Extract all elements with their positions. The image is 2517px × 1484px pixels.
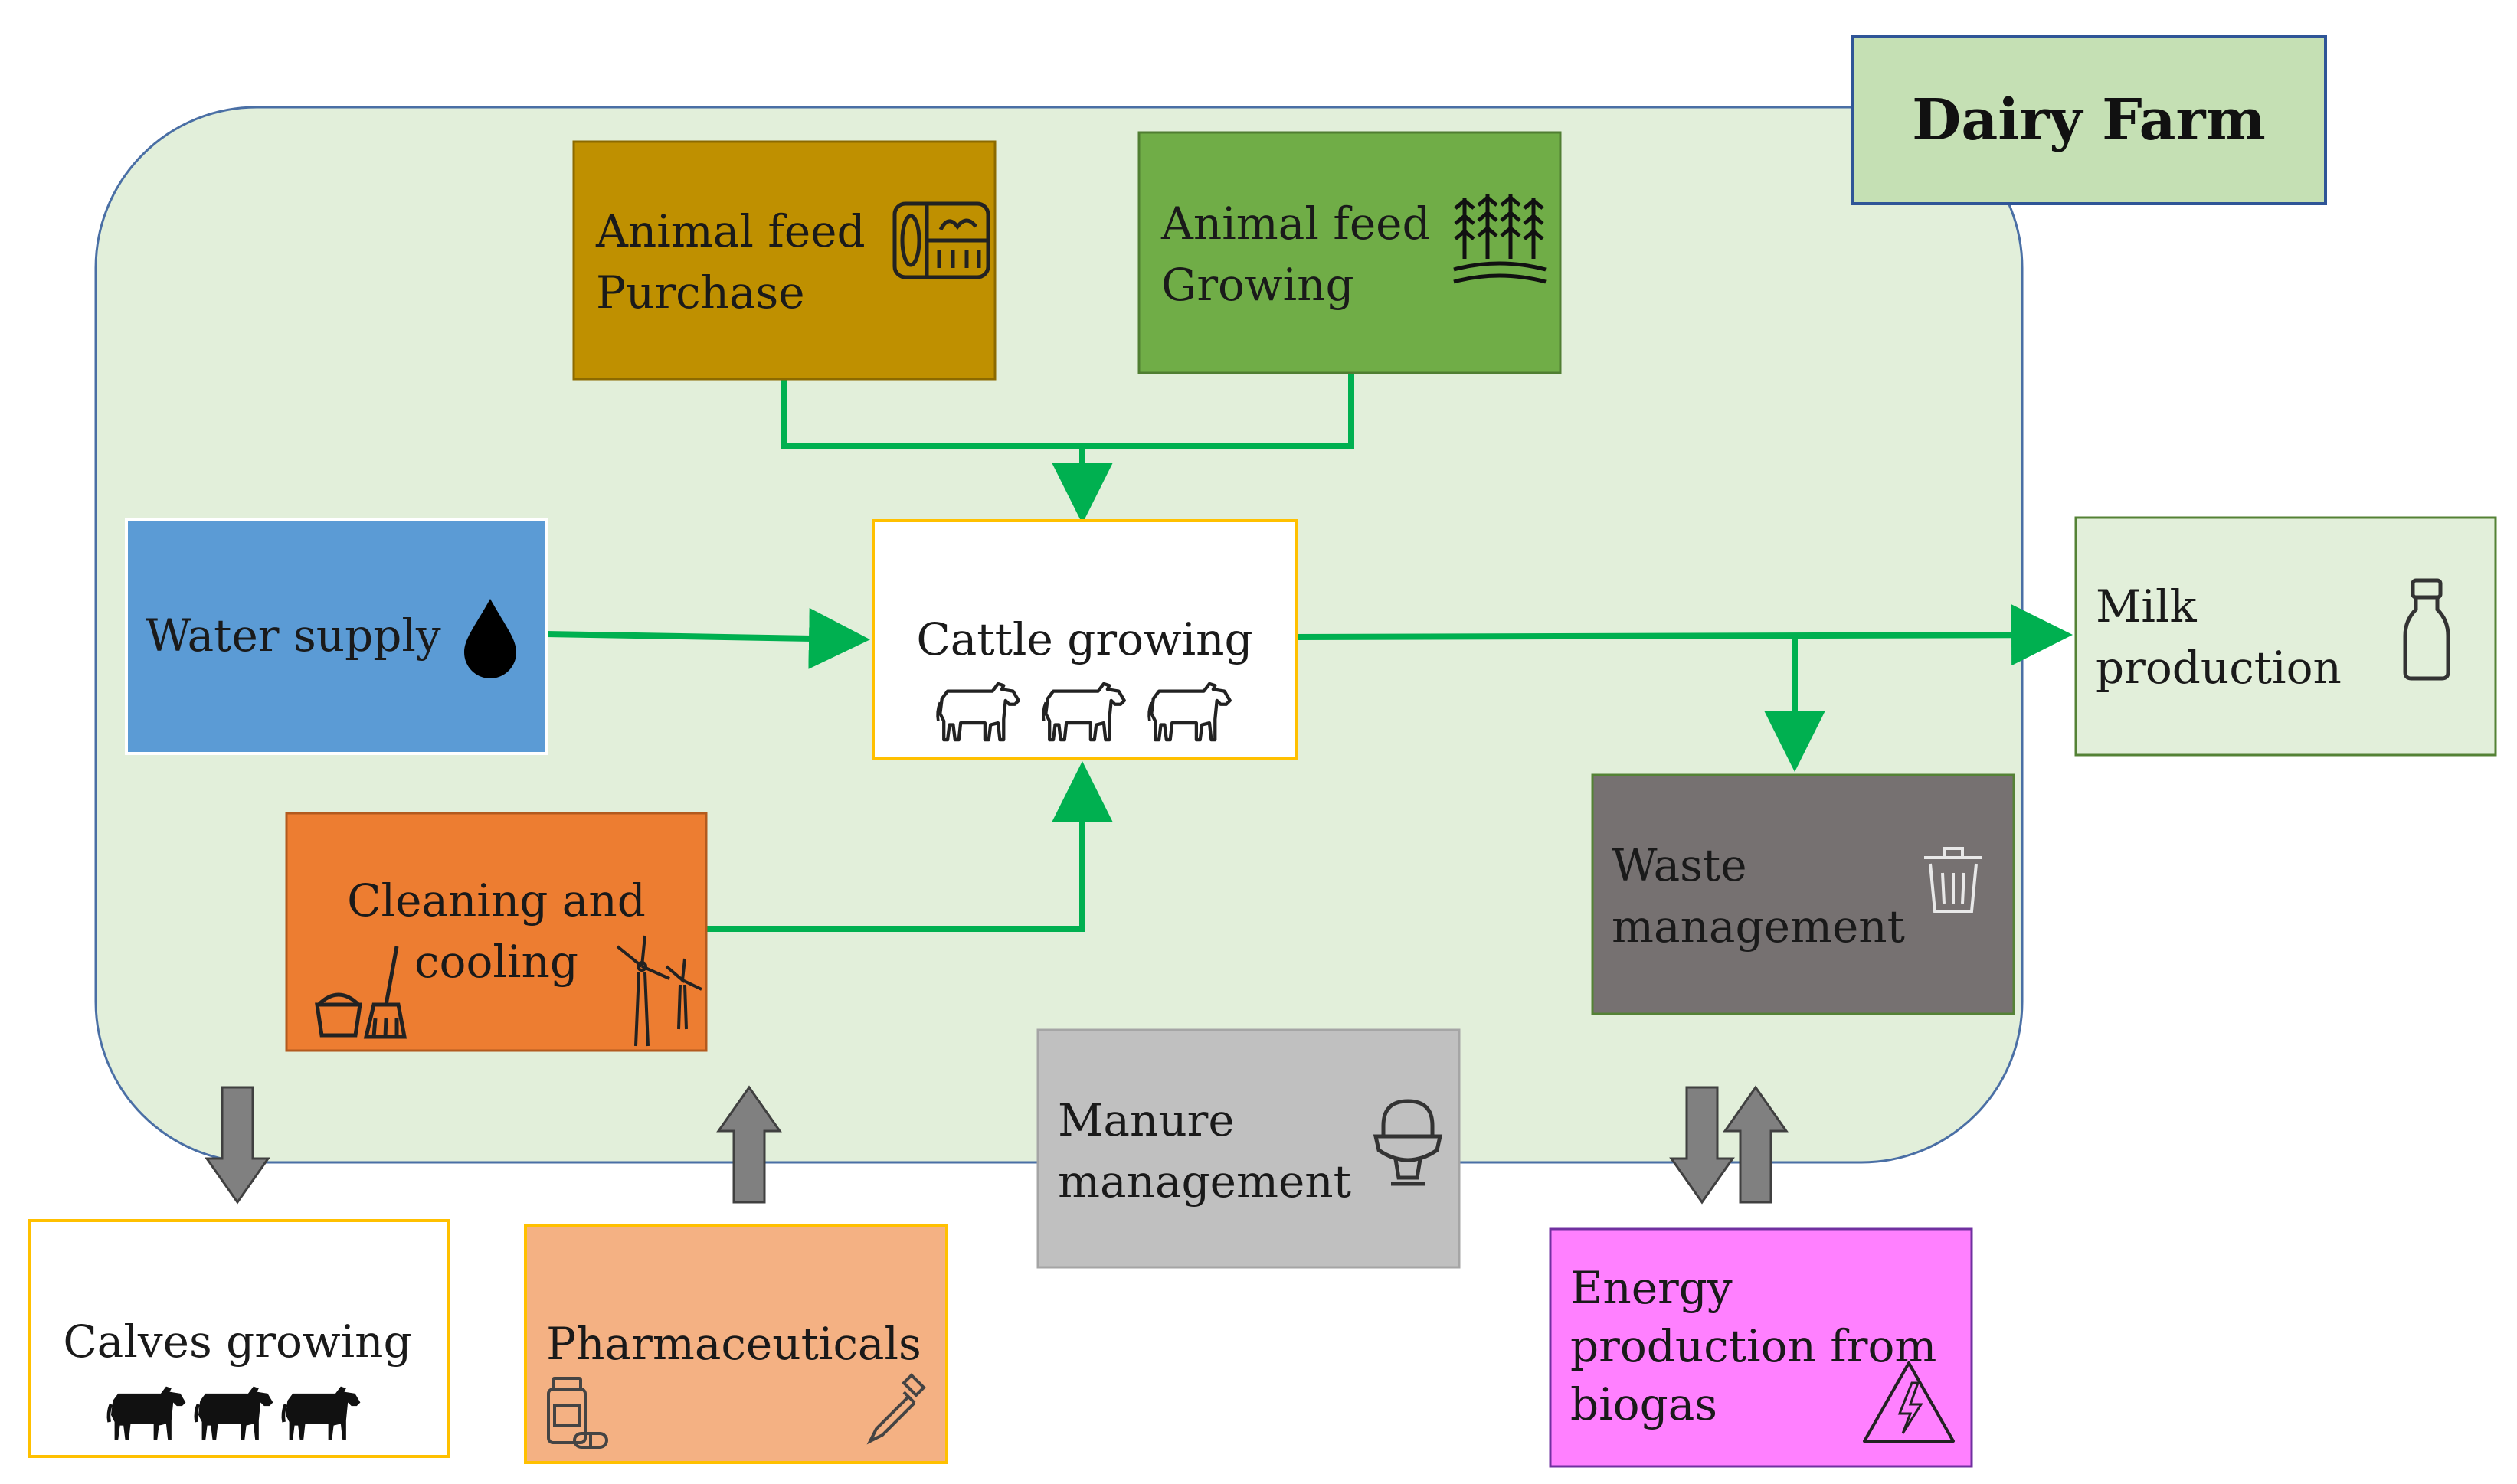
feed-purchase-label-2: Purchase <box>596 266 805 319</box>
water-to-cattle-arrow <box>545 607 870 669</box>
cleaning-cooling-label-1: Cleaning and <box>347 874 646 927</box>
fish-bowl-feed-icon <box>892 201 990 279</box>
pharmaceuticals-node: Pharmaceuticals <box>524 1224 948 1464</box>
title-box: Dairy Farm <box>1851 35 2327 205</box>
energy-outflow-arrow <box>1669 1086 1735 1205</box>
calves-growing-label: Calves growing <box>63 1316 411 1368</box>
external-arrows <box>205 1085 1789 1205</box>
cleaning-cooling-label-2: cooling <box>414 936 578 988</box>
manure-management-label-2: management <box>1058 1155 1351 1208</box>
energy-biogas-label-2: production from <box>1570 1320 1936 1372</box>
dropper-icon <box>866 1373 926 1445</box>
bucket-broom-icon <box>315 946 407 1039</box>
milk-production-label-2: production <box>2096 642 2342 694</box>
manure-management-node: Manure management <box>1036 1028 1461 1269</box>
feed-growing-connector <box>1082 373 1354 449</box>
toilet-icon <box>1373 1099 1443 1186</box>
calves-growing-node: Calves growing <box>28 1219 450 1458</box>
pill-bottle-icon <box>547 1377 608 1449</box>
energy-biogas-label-3: biogas <box>1570 1378 1717 1430</box>
energy-biogas-label-1: Energy <box>1570 1262 1733 1314</box>
wheat-field-icon <box>1453 194 1547 284</box>
trash-bin-icon <box>1924 847 1982 913</box>
waste-management-label-1: Waste <box>1612 839 1747 891</box>
diagram-title: Dairy Farm <box>1912 87 2266 153</box>
manure-management-label-1: Manure <box>1058 1094 1235 1146</box>
cleaning-to-cattle-arrow <box>706 761 1113 932</box>
flow-connectors <box>545 373 2073 932</box>
cleaning-cooling-node: Cleaning and cooling <box>285 812 708 1052</box>
feed-growing-label-2: Growing <box>1161 259 1354 311</box>
wind-turbine-icon <box>616 935 702 1047</box>
high-voltage-icon <box>1863 1361 1955 1443</box>
feed-purchase-label-1: Animal feed <box>595 205 866 257</box>
feed-growing-node: Animal feed Growing <box>1137 131 1562 374</box>
calves-outflow-arrow <box>205 1086 270 1205</box>
pharma-inflow-arrow <box>716 1085 782 1204</box>
feed-purchase-connector <box>781 379 1082 449</box>
cattle-growing-label: Cattle growing <box>916 613 1252 665</box>
pharmaceuticals-label: Pharmaceuticals <box>546 1318 921 1370</box>
feed-purchase-node: Animal feed Purchase <box>572 140 997 381</box>
water-drop-icon <box>464 599 516 678</box>
milk-bottle-icon <box>2403 578 2450 681</box>
milk-production-label-1: Milk <box>2096 580 2197 632</box>
water-supply-node: Water supply <box>125 518 548 755</box>
cattle-growing-node: Cattle growing <box>872 519 1298 760</box>
waste-management-label-2: management <box>1612 901 1905 953</box>
energy-biogas-node: Energy production from biogas <box>1549 1227 1973 1468</box>
feed-growing-label-1: Animal feed <box>1160 198 1431 250</box>
waste-management-node: Waste management <box>1591 773 2015 1015</box>
cattle-to-milk-arrow <box>1295 604 2073 666</box>
milk-production-node: Milk production <box>2074 516 2497 757</box>
energy-inflow-arrow <box>1723 1085 1789 1204</box>
water-supply-label: Water supply <box>146 610 441 662</box>
